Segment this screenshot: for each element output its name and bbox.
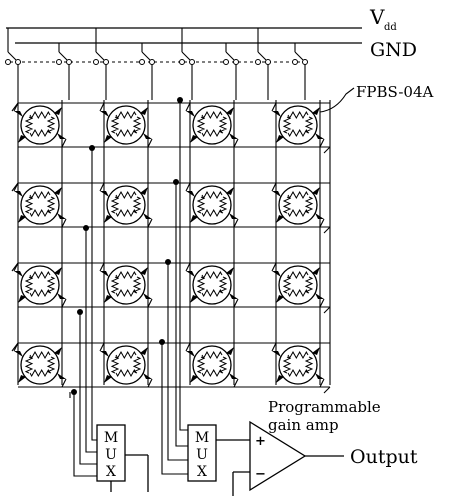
svg-text:M: M [104, 430, 118, 446]
supply-switches [5, 28, 308, 100]
programmable-gain-amp: + − [232, 420, 344, 496]
supply-switch [5, 28, 21, 100]
supply-switch [93, 28, 109, 100]
svg-text:X: X [106, 464, 116, 480]
output-label: Output [350, 446, 418, 468]
signal-tap [173, 179, 188, 447]
sensor-element [271, 342, 325, 388]
sensor-element [185, 182, 239, 228]
signal-tap [159, 339, 188, 475]
sensor-element [99, 342, 153, 388]
sensor-element [13, 102, 67, 148]
signal-tap [165, 259, 188, 461]
sensor-element [185, 102, 239, 148]
signal-tap [77, 309, 97, 465]
wire [323, 146, 331, 154]
gnd-label: GND [370, 39, 417, 61]
amp-minus-sign: − [255, 467, 266, 482]
sensor-callout: FPBS-04A [319, 83, 434, 113]
amp-plus-sign: + [255, 434, 266, 449]
svg-text:U: U [196, 447, 208, 463]
signal-tap [71, 389, 97, 477]
vdd-label: V dd [369, 5, 397, 33]
sensor-element [99, 262, 153, 308]
sensor-element [99, 182, 153, 228]
supply-switch [223, 43, 239, 100]
supply-switch [255, 28, 271, 100]
svg-text:U: U [105, 447, 117, 463]
signal-tap [89, 145, 97, 441]
sensor-array [13, 102, 325, 388]
sensor-element [13, 342, 67, 388]
wire [323, 306, 331, 314]
amp-title: Programmable [268, 398, 381, 416]
mux-left: M U X [96, 424, 149, 492]
supply-switch [179, 28, 195, 100]
sensor-element [271, 182, 325, 228]
amp-subtitle: gain amp [268, 416, 339, 434]
svg-text:dd: dd [384, 22, 397, 33]
supply-switch [292, 43, 308, 100]
sensor-element [185, 262, 239, 308]
wire [323, 226, 331, 234]
supply-switch [139, 43, 155, 100]
wire [323, 386, 331, 394]
sensor-label: FPBS-04A [356, 83, 434, 101]
array-wiring [11, 100, 331, 394]
signal-tap [177, 97, 188, 431]
signal-taps [69, 97, 188, 477]
supply-switch [56, 43, 72, 100]
svg-text:M: M [195, 430, 209, 446]
sensor-element [185, 342, 239, 388]
sensor-element [271, 262, 325, 308]
sensor-element [13, 182, 67, 228]
svg-text:X: X [197, 464, 207, 480]
svg-text:V: V [369, 5, 385, 29]
sensor-element [13, 262, 67, 308]
mux-right: M U X [187, 424, 250, 482]
signal-tap [83, 225, 97, 453]
sensor-element [271, 102, 325, 148]
sensor-element [99, 102, 153, 148]
